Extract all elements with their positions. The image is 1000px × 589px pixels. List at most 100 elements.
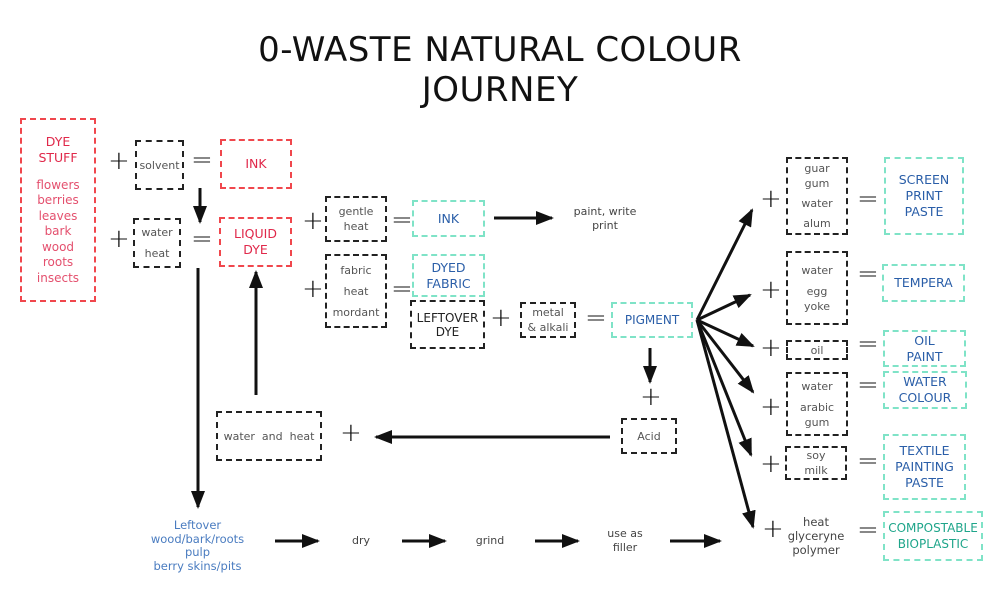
dye-stuff-item: wood bbox=[41, 239, 75, 254]
ingredient-label: soy bbox=[806, 449, 826, 462]
ink-uses-label: paint, write print bbox=[560, 205, 650, 233]
tempera-ingredients: water egg yoke bbox=[786, 251, 848, 325]
arrow-pigment-oil bbox=[696, 318, 755, 348]
ingredient-label: heat bbox=[144, 247, 170, 260]
dye-stuff-heading: STUFF bbox=[38, 149, 78, 165]
ingredient-label: gum bbox=[804, 415, 830, 429]
dye-stuff-item: bark bbox=[44, 224, 72, 239]
water-heat-box: water heat bbox=[133, 218, 181, 268]
arrow-pigment-water bbox=[695, 319, 755, 394]
ingredient-label: heat bbox=[343, 284, 369, 298]
screen-print-paste-box: SCREEN PRINT PASTE bbox=[884, 157, 964, 235]
equals-sign: = bbox=[857, 446, 879, 476]
equals-sign: = bbox=[857, 370, 879, 400]
plus-sign: + bbox=[302, 274, 324, 304]
ingredient-label: water bbox=[141, 226, 173, 239]
textile-ingredients: soy milk bbox=[785, 446, 847, 480]
result-label: BIOPLASTIC bbox=[897, 537, 969, 551]
plus-sign: + bbox=[760, 333, 782, 363]
ingredient-label: fabric bbox=[340, 263, 372, 277]
metal-alkali-box: metal & alkali bbox=[520, 302, 576, 338]
dye-stuff-item: roots bbox=[42, 255, 74, 270]
ingredient-label: water bbox=[801, 197, 833, 210]
result-label: PIGMENT bbox=[624, 313, 680, 327]
leftover-label: LEFTOVER bbox=[416, 310, 479, 325]
grind-step: grind bbox=[475, 534, 505, 547]
acid-box: Acid bbox=[621, 418, 677, 454]
dye-stuff-item: berries bbox=[37, 193, 79, 208]
ingredient-label: alum bbox=[803, 217, 831, 230]
dye-stuff-box: DYE STUFF flowers berries leaves bark wo… bbox=[20, 118, 96, 302]
plus-sign: + bbox=[760, 392, 782, 422]
ingredient-label: milk bbox=[804, 464, 828, 477]
water-colour-box: WATER COLOUR bbox=[883, 371, 967, 409]
result-label: WATER bbox=[903, 374, 947, 389]
ingredient-label: yoke bbox=[804, 299, 830, 313]
result-label: SCREEN bbox=[898, 172, 950, 187]
result-label: TEXTILE bbox=[899, 443, 950, 458]
result-label: LIQUID bbox=[234, 226, 277, 241]
tempera-box: TEMPERA bbox=[882, 264, 965, 302]
source-line: wood/bark/roots bbox=[150, 531, 245, 546]
result-label: PASTE bbox=[904, 204, 944, 219]
arrow-pigment-screen bbox=[695, 208, 754, 321]
ingredient-label: gentle bbox=[338, 205, 374, 218]
dye-stuff-item: leaves bbox=[38, 208, 78, 223]
water-and-heat-box: water and heat bbox=[216, 411, 322, 461]
arrow-pigment-tempera bbox=[696, 293, 752, 322]
result-label: COMPOSTABLE bbox=[888, 521, 978, 535]
plus-sign: + bbox=[490, 303, 512, 333]
page-title-line2: JOURNEY bbox=[421, 70, 579, 110]
equals-sign: = bbox=[585, 303, 607, 333]
liquid-dye-box: LIQUID DYE bbox=[219, 217, 292, 267]
oil-paint-box: OIL PAINT bbox=[883, 330, 966, 367]
filler-line: filler bbox=[612, 541, 638, 554]
dry-step: dry bbox=[351, 534, 370, 547]
leftover-label: DYE bbox=[435, 324, 460, 339]
equals-sign: = bbox=[857, 329, 879, 359]
result-label: OIL bbox=[914, 332, 935, 348]
use-label: paint, write bbox=[573, 205, 637, 218]
ingredient-label: mordant bbox=[332, 305, 380, 319]
source-line: Leftover bbox=[173, 518, 222, 532]
pigment-box: PIGMENT bbox=[611, 302, 693, 338]
source-line: pulp bbox=[184, 545, 211, 559]
ingredient-label: arabic bbox=[799, 400, 835, 414]
equals-sign: = bbox=[857, 515, 879, 545]
equals-sign: = bbox=[857, 259, 879, 289]
ingredient-label: water and heat bbox=[223, 429, 315, 443]
plus-sign: + bbox=[108, 146, 130, 176]
plus-sign: + bbox=[760, 184, 782, 214]
plus-sign: + bbox=[760, 275, 782, 305]
ingredient-label: solvent bbox=[139, 158, 180, 172]
result-label: INK bbox=[245, 156, 267, 171]
ingredient-label: heat bbox=[343, 220, 369, 233]
dyed-fabric-box: DYED FABRIC bbox=[412, 254, 485, 297]
plus-sign: + bbox=[108, 224, 130, 254]
ingredient-label: water bbox=[801, 263, 833, 277]
equals-sign: = bbox=[391, 274, 413, 304]
ingredient-label: metal bbox=[532, 306, 564, 319]
result-label: FABRIC bbox=[426, 275, 471, 291]
plus-sign: + bbox=[640, 382, 662, 412]
ingredient-label: water bbox=[801, 379, 833, 393]
leftover-dye-box: LEFTOVER DYE bbox=[410, 300, 485, 349]
arrow-pigment-bioplastic bbox=[695, 319, 756, 529]
ingredient-label: glyceryne bbox=[787, 529, 845, 543]
solvent-box: solvent bbox=[135, 140, 184, 190]
ink-result-box: INK bbox=[220, 139, 292, 189]
compostable-bioplastic-box: COMPOSTABLE BIOPLASTIC bbox=[883, 511, 983, 561]
bioplastic-ingredients: heat glyceryne polymer bbox=[785, 515, 847, 557]
water-colour-ingredients: water arabic gum bbox=[786, 372, 848, 436]
source-line: berry skins/pits bbox=[153, 558, 242, 573]
result-label: PRINT bbox=[905, 188, 943, 203]
ingredient-label: heat bbox=[803, 515, 829, 529]
result-label: PASTE bbox=[905, 475, 944, 490]
oil-ingredients: oil bbox=[786, 340, 848, 360]
result-label: INK bbox=[437, 210, 460, 226]
ingredient-label: egg bbox=[806, 284, 828, 298]
ingredient-label: gum bbox=[804, 177, 830, 190]
arrow-pigment-textile bbox=[695, 319, 753, 457]
screen-print-ingredients: guar gum water alum bbox=[786, 157, 848, 235]
